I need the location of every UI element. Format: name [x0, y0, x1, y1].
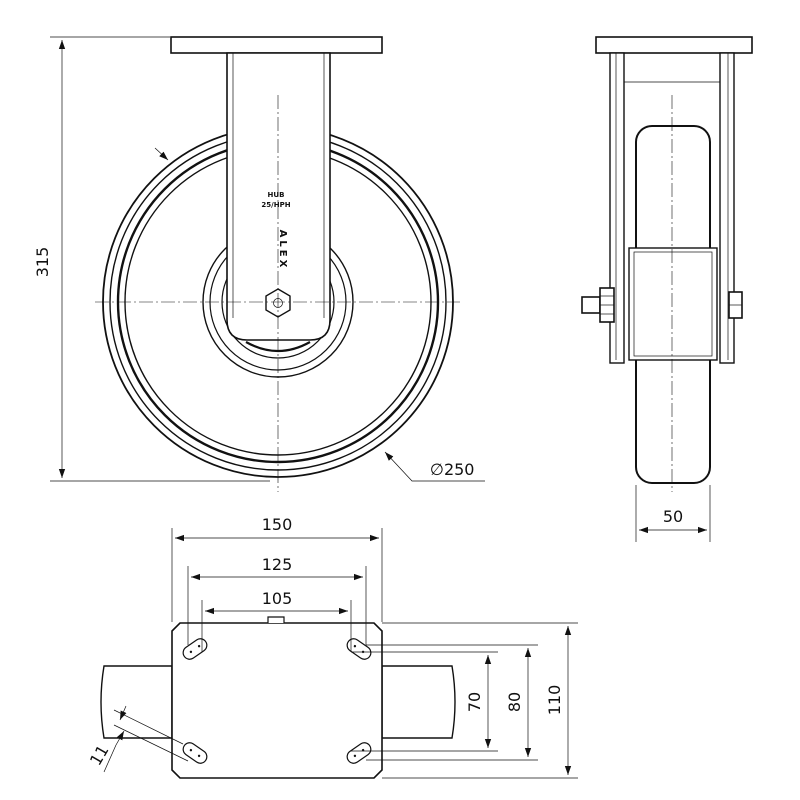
hub-marking-line1: HUB	[268, 191, 285, 199]
dimension-hole-spacing-inner: 105	[201, 589, 352, 652]
axle-bolt-side	[581, 287, 743, 323]
hub-marking-line2: 25/HPH	[261, 201, 290, 209]
front-view: HUB 25/HPH ALEX 315 ∅250	[33, 36, 485, 492]
dimension-plate-width: 150	[171, 515, 383, 622]
side-view: 50	[581, 36, 753, 542]
plate-notch	[267, 616, 285, 623]
wheel-top-right	[381, 665, 456, 739]
bracket-side	[609, 52, 735, 364]
dimension-label-hole-spacing-outer: 125	[262, 555, 293, 574]
dimension-overall-height: 315	[33, 36, 270, 482]
dimension-hole-spacing-outer: 125	[187, 555, 367, 645]
dimension-label-hole-spacing-inner: 105	[262, 589, 293, 608]
dimension-label-plate-length: 110	[545, 685, 564, 716]
tread-leader-arrow	[154, 147, 169, 161]
wheel-side	[628, 125, 718, 484]
mounting-plate	[171, 622, 383, 779]
dimension-label-wheel-diameter: ∅250	[430, 460, 474, 479]
dimension-label-overall-height: 315	[33, 247, 52, 278]
dimension-plate-length: 110	[382, 622, 578, 779]
dimension-label-plate-width: 150	[262, 515, 293, 534]
mounting-slot	[346, 638, 372, 660]
top-plate-side	[595, 36, 753, 54]
bracket-front	[170, 36, 383, 352]
mounting-slot	[182, 742, 208, 764]
dimension-hole-pitch-outer: 80	[366, 644, 538, 761]
dimension-label-wheel-width: 50	[663, 507, 683, 526]
brand-marking: ALEX	[277, 230, 288, 271]
dimension-label-hole-pitch-inner: 70	[465, 692, 484, 712]
dimension-label-slot-width: 11	[86, 742, 113, 769]
dimension-wheel-width: 50	[635, 485, 711, 542]
mounting-slot	[182, 638, 208, 660]
dimension-hole-pitch-inner: 70	[351, 651, 498, 752]
dimension-label-hole-pitch-outer: 80	[505, 692, 524, 712]
top-view: 150 125 105 110 80	[86, 515, 578, 779]
wheel-top-left	[100, 665, 173, 739]
dimension-wheel-diameter: ∅250	[384, 451, 485, 482]
